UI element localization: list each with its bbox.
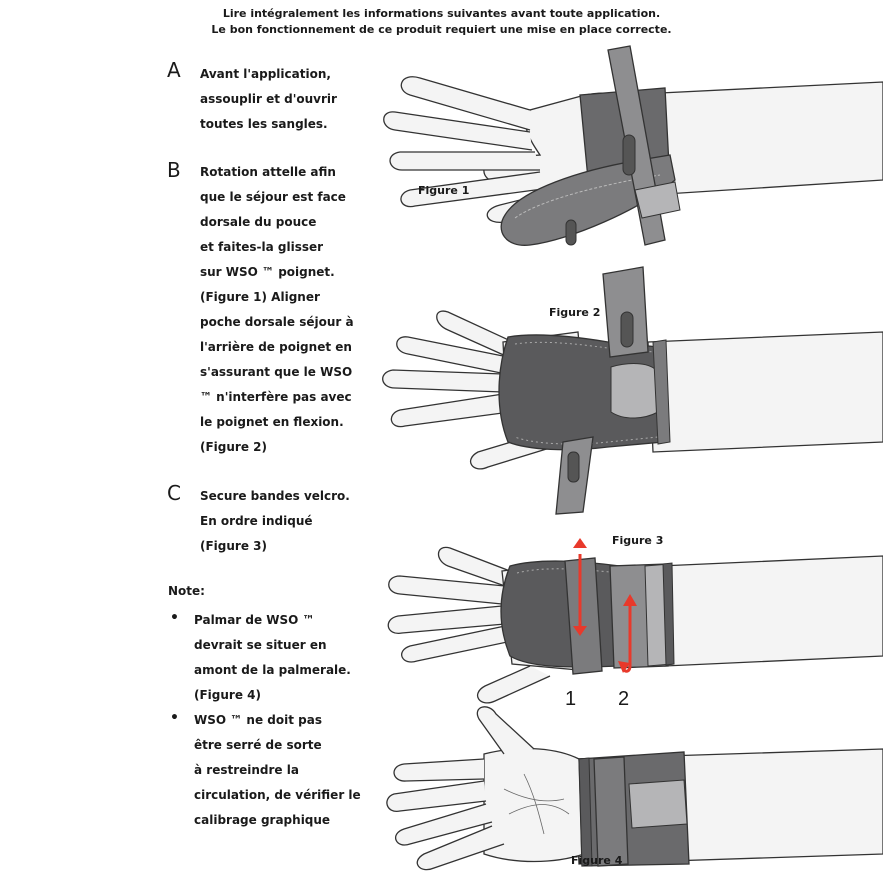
step-a-letter: A: [167, 58, 181, 82]
figure-3-label: Figure 3: [612, 534, 664, 547]
note-line: devrait se situer en: [194, 638, 327, 652]
step-b-line: et faites-la glisser: [200, 240, 324, 254]
strap-order-1: 1: [565, 688, 577, 710]
strap-order-2: 2: [618, 688, 630, 710]
step-c-line: (Figure 3): [200, 539, 267, 553]
step-a-line: toutes les sangles.: [200, 117, 328, 131]
note-bullet-2: WSO ™ ne doit pas être serré de sorte à …: [194, 708, 361, 833]
bullet-dot: •: [170, 610, 179, 626]
bullet-dot: •: [170, 710, 179, 726]
step-a-text: Avant l'application, assouplir et d'ouvr…: [200, 62, 337, 137]
note-line: WSO ™ ne doit pas: [194, 713, 322, 727]
header-line-1: Lire intégralement les informations suiv…: [222, 7, 661, 20]
figure-2-illustration: [382, 266, 883, 515]
figure-4-label: Figure 4: [571, 854, 623, 867]
figure-1-illustration: [383, 45, 883, 246]
step-a-line: Avant l'application,: [200, 67, 331, 81]
step-b-line: sur WSO ™ poignet.: [200, 265, 335, 279]
note-label: Note:: [168, 584, 205, 598]
figure-3-illustration: [387, 538, 883, 704]
step-b-line: (Figure 2): [200, 440, 267, 454]
step-c-letter: C: [167, 481, 181, 505]
step-b-line: ™ n'interfère pas avec: [200, 390, 352, 404]
note-line: à restreindre la: [194, 763, 299, 777]
note-line: être serré de sorte: [194, 738, 322, 752]
note-line: Palmar de WSO ™: [194, 613, 315, 627]
step-b-line: que le séjour est face: [200, 190, 346, 204]
step-b-letter: B: [167, 158, 181, 182]
header-line-2: Le bon fonctionnement de ce produit requ…: [211, 23, 672, 36]
note-line: calibrage graphique: [194, 813, 331, 827]
note-bullet-1: Palmar de WSO ™ devrait se situer en amo…: [194, 608, 351, 708]
step-b-line: Rotation attelle afin: [200, 165, 336, 179]
step-c-text: Secure bandes velcro. En ordre indiqué (…: [200, 484, 350, 559]
figure-1-label: Figure 1: [418, 184, 470, 197]
step-b-line: s'assurant que le WSO: [200, 365, 353, 379]
figure-2-label: Figure 2: [549, 306, 601, 319]
step-b-line: l'arrière de poignet en: [200, 340, 352, 354]
note-line: amont de la palmerale.: [194, 663, 351, 677]
figure-4-illustration: [386, 706, 883, 871]
instructions-header: Lire intégralement les informations suiv…: [0, 6, 883, 38]
note-line: circulation, de vérifier le: [194, 788, 361, 802]
step-b-line: poche dorsale séjour à: [200, 315, 354, 329]
step-b-line: le poignet en flexion.: [200, 415, 344, 429]
step-a-line: assouplir et d'ouvrir: [200, 92, 337, 106]
step-b-line: (Figure 1) Aligner: [200, 290, 320, 304]
note-line: (Figure 4): [194, 688, 261, 702]
step-c-line: Secure bandes velcro.: [200, 489, 350, 503]
step-b-text: Rotation attelle afin que le séjour est …: [200, 160, 354, 460]
step-b-line: dorsale du pouce: [200, 215, 317, 229]
step-c-line: En ordre indiqué: [200, 514, 313, 528]
